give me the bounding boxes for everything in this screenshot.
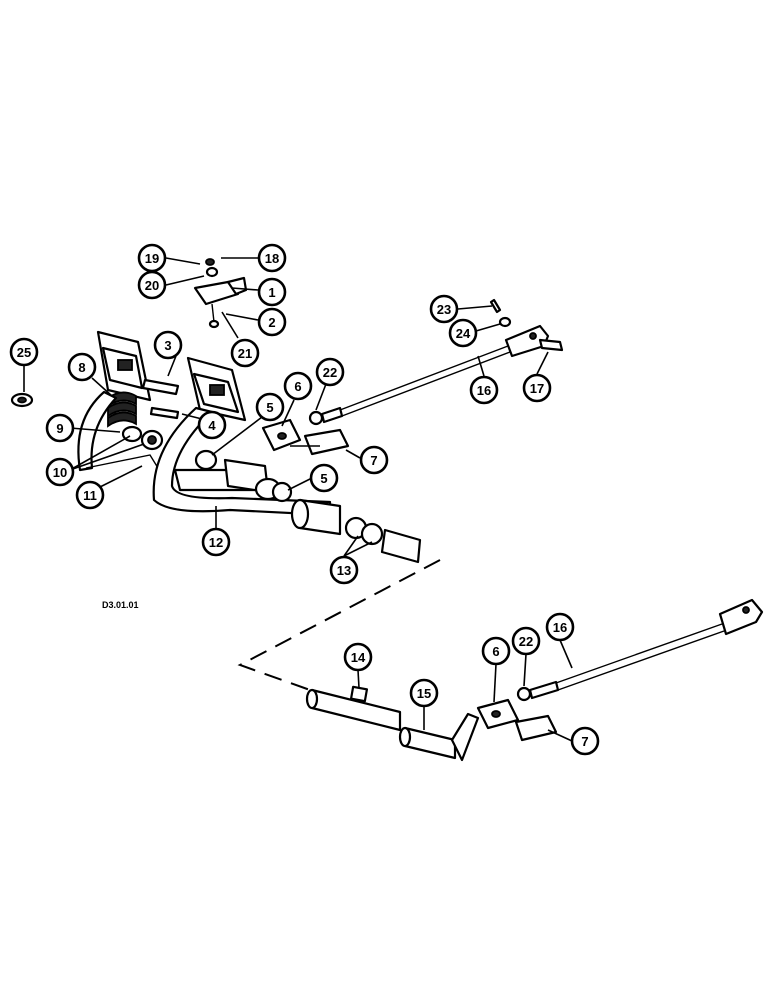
callout-7-upper: 7 [359, 445, 389, 475]
svg-text:21: 21 [238, 346, 252, 361]
svg-text:15: 15 [417, 686, 431, 701]
part-6-clevis-lower [476, 698, 520, 730]
svg-text:19: 19 [145, 251, 159, 266]
callout-22-lower: 22 [511, 626, 541, 656]
svg-text:18: 18 [265, 251, 279, 266]
svg-text:7: 7 [370, 453, 377, 468]
callout-20: 20 [137, 270, 167, 300]
callout-16-upper: 16 [469, 375, 499, 405]
continuation-line [237, 559, 441, 691]
svg-text:11: 11 [83, 488, 97, 503]
part-4-pin [149, 406, 180, 420]
callout-5-lower: 5 [309, 463, 339, 493]
svg-text:4: 4 [208, 418, 216, 433]
callout-10: 10 [45, 457, 75, 487]
callout-25: 25 [9, 337, 39, 367]
callout-11: 11 [75, 480, 105, 510]
left-pedal-pad [96, 330, 152, 402]
svg-text:1: 1 [268, 285, 275, 300]
callout-5-upper: 5 [255, 392, 285, 422]
svg-text:14: 14 [351, 650, 366, 665]
callout-18: 18 [257, 243, 287, 273]
svg-text:12: 12 [209, 535, 223, 550]
part-8-spring-stack [107, 391, 137, 428]
part-11-pedal-arm [77, 390, 118, 472]
part-7-clip-lower [514, 714, 558, 742]
svg-text:16: 16 [553, 620, 567, 635]
cross-shaft-tubes [173, 449, 422, 564]
callout-6-lower: 6 [481, 636, 511, 666]
callout-17: 17 [522, 373, 552, 403]
callout-14: 14 [343, 642, 373, 672]
callout-23: 23 [429, 294, 459, 324]
callout-9: 9 [45, 413, 75, 443]
part-7-clip-upper [290, 428, 350, 456]
svg-text:5: 5 [266, 400, 273, 415]
part-14-key [349, 685, 369, 703]
callout-3: 3 [153, 330, 183, 360]
svg-text:20: 20 [145, 278, 159, 293]
part-23-split-pin [489, 298, 502, 314]
part-15-shaft [305, 688, 480, 762]
svg-text:3: 3 [164, 338, 171, 353]
svg-text:6: 6 [492, 644, 499, 659]
svg-text:17: 17 [530, 381, 544, 396]
figure-code: D3.01.01 [102, 600, 139, 610]
svg-text:6: 6 [294, 379, 301, 394]
callout-4: 4 [197, 410, 227, 440]
part-16-rod-lower [528, 598, 764, 700]
part-6-clevis-upper [261, 418, 302, 452]
callout-19: 19 [137, 243, 167, 273]
svg-text:2: 2 [268, 315, 275, 330]
callout-16-lower: 16 [545, 612, 575, 642]
part-24-washer [498, 316, 512, 328]
svg-text:24: 24 [456, 326, 471, 341]
svg-text:13: 13 [337, 563, 351, 578]
part-16-rod-upper [320, 324, 550, 424]
callout-21: 21 [230, 338, 260, 368]
part-22-nut-lower [516, 686, 532, 702]
svg-text:10: 10 [53, 465, 67, 480]
callout-1: 1 [257, 277, 287, 307]
callout-12: 12 [201, 527, 231, 557]
callout-24: 24 [448, 318, 478, 348]
svg-text:22: 22 [323, 365, 337, 380]
callout-8: 8 [67, 352, 97, 382]
brake-light-switch [193, 258, 248, 329]
callout-13: 13 [329, 555, 359, 585]
callout-6-upper: 6 [283, 371, 313, 401]
svg-text:23: 23 [437, 302, 451, 317]
part-3-pin [141, 378, 180, 396]
svg-text:25: 25 [17, 345, 31, 360]
leader-lines [23, 257, 573, 742]
right-pedal-pad [186, 356, 247, 422]
part-22-nut-upper [308, 410, 324, 426]
svg-text:7: 7 [581, 734, 588, 749]
svg-text:8: 8 [78, 360, 85, 375]
svg-text:22: 22 [519, 634, 533, 649]
callout-7-lower: 7 [570, 726, 600, 756]
part-17-pin [538, 338, 564, 352]
svg-text:16: 16 [477, 383, 491, 398]
callout-15: 15 [409, 678, 439, 708]
callout-2: 2 [257, 307, 287, 337]
part-25-washer [10, 392, 34, 408]
svg-text:9: 9 [56, 421, 63, 436]
svg-text:5: 5 [320, 471, 327, 486]
callout-22-upper: 22 [315, 357, 345, 387]
